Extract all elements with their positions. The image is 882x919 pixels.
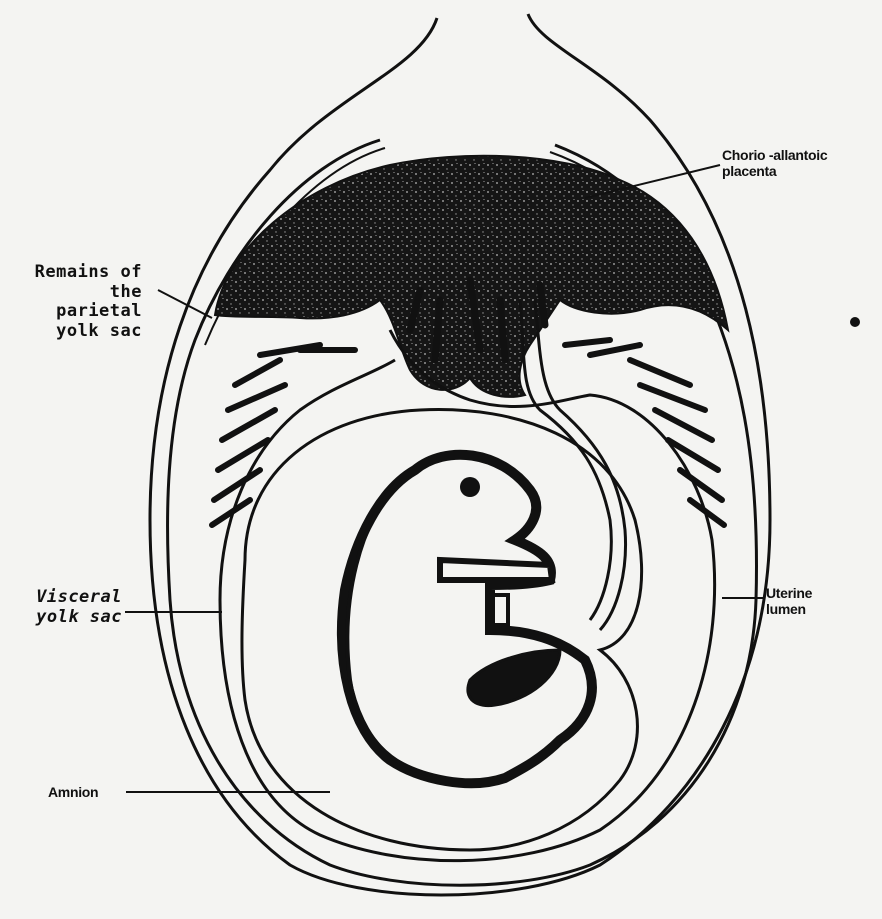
ink-spot <box>850 317 860 327</box>
fringe-left <box>212 345 355 525</box>
label-parietal-yolk-sac: Remains of the parietal yolk sac <box>18 263 142 341</box>
embryo-limb <box>440 560 552 580</box>
label-uterine-lumen: Uterine lumen <box>766 585 812 617</box>
embryo <box>342 455 592 783</box>
label-amnion: Amnion <box>48 784 98 800</box>
label-chorio-allantoic-placenta: Chorio -allantoic placenta <box>722 147 827 179</box>
embryo-eye <box>460 477 480 497</box>
label-visceral-yolk-sac: Visceral yolk sac <box>20 588 122 627</box>
